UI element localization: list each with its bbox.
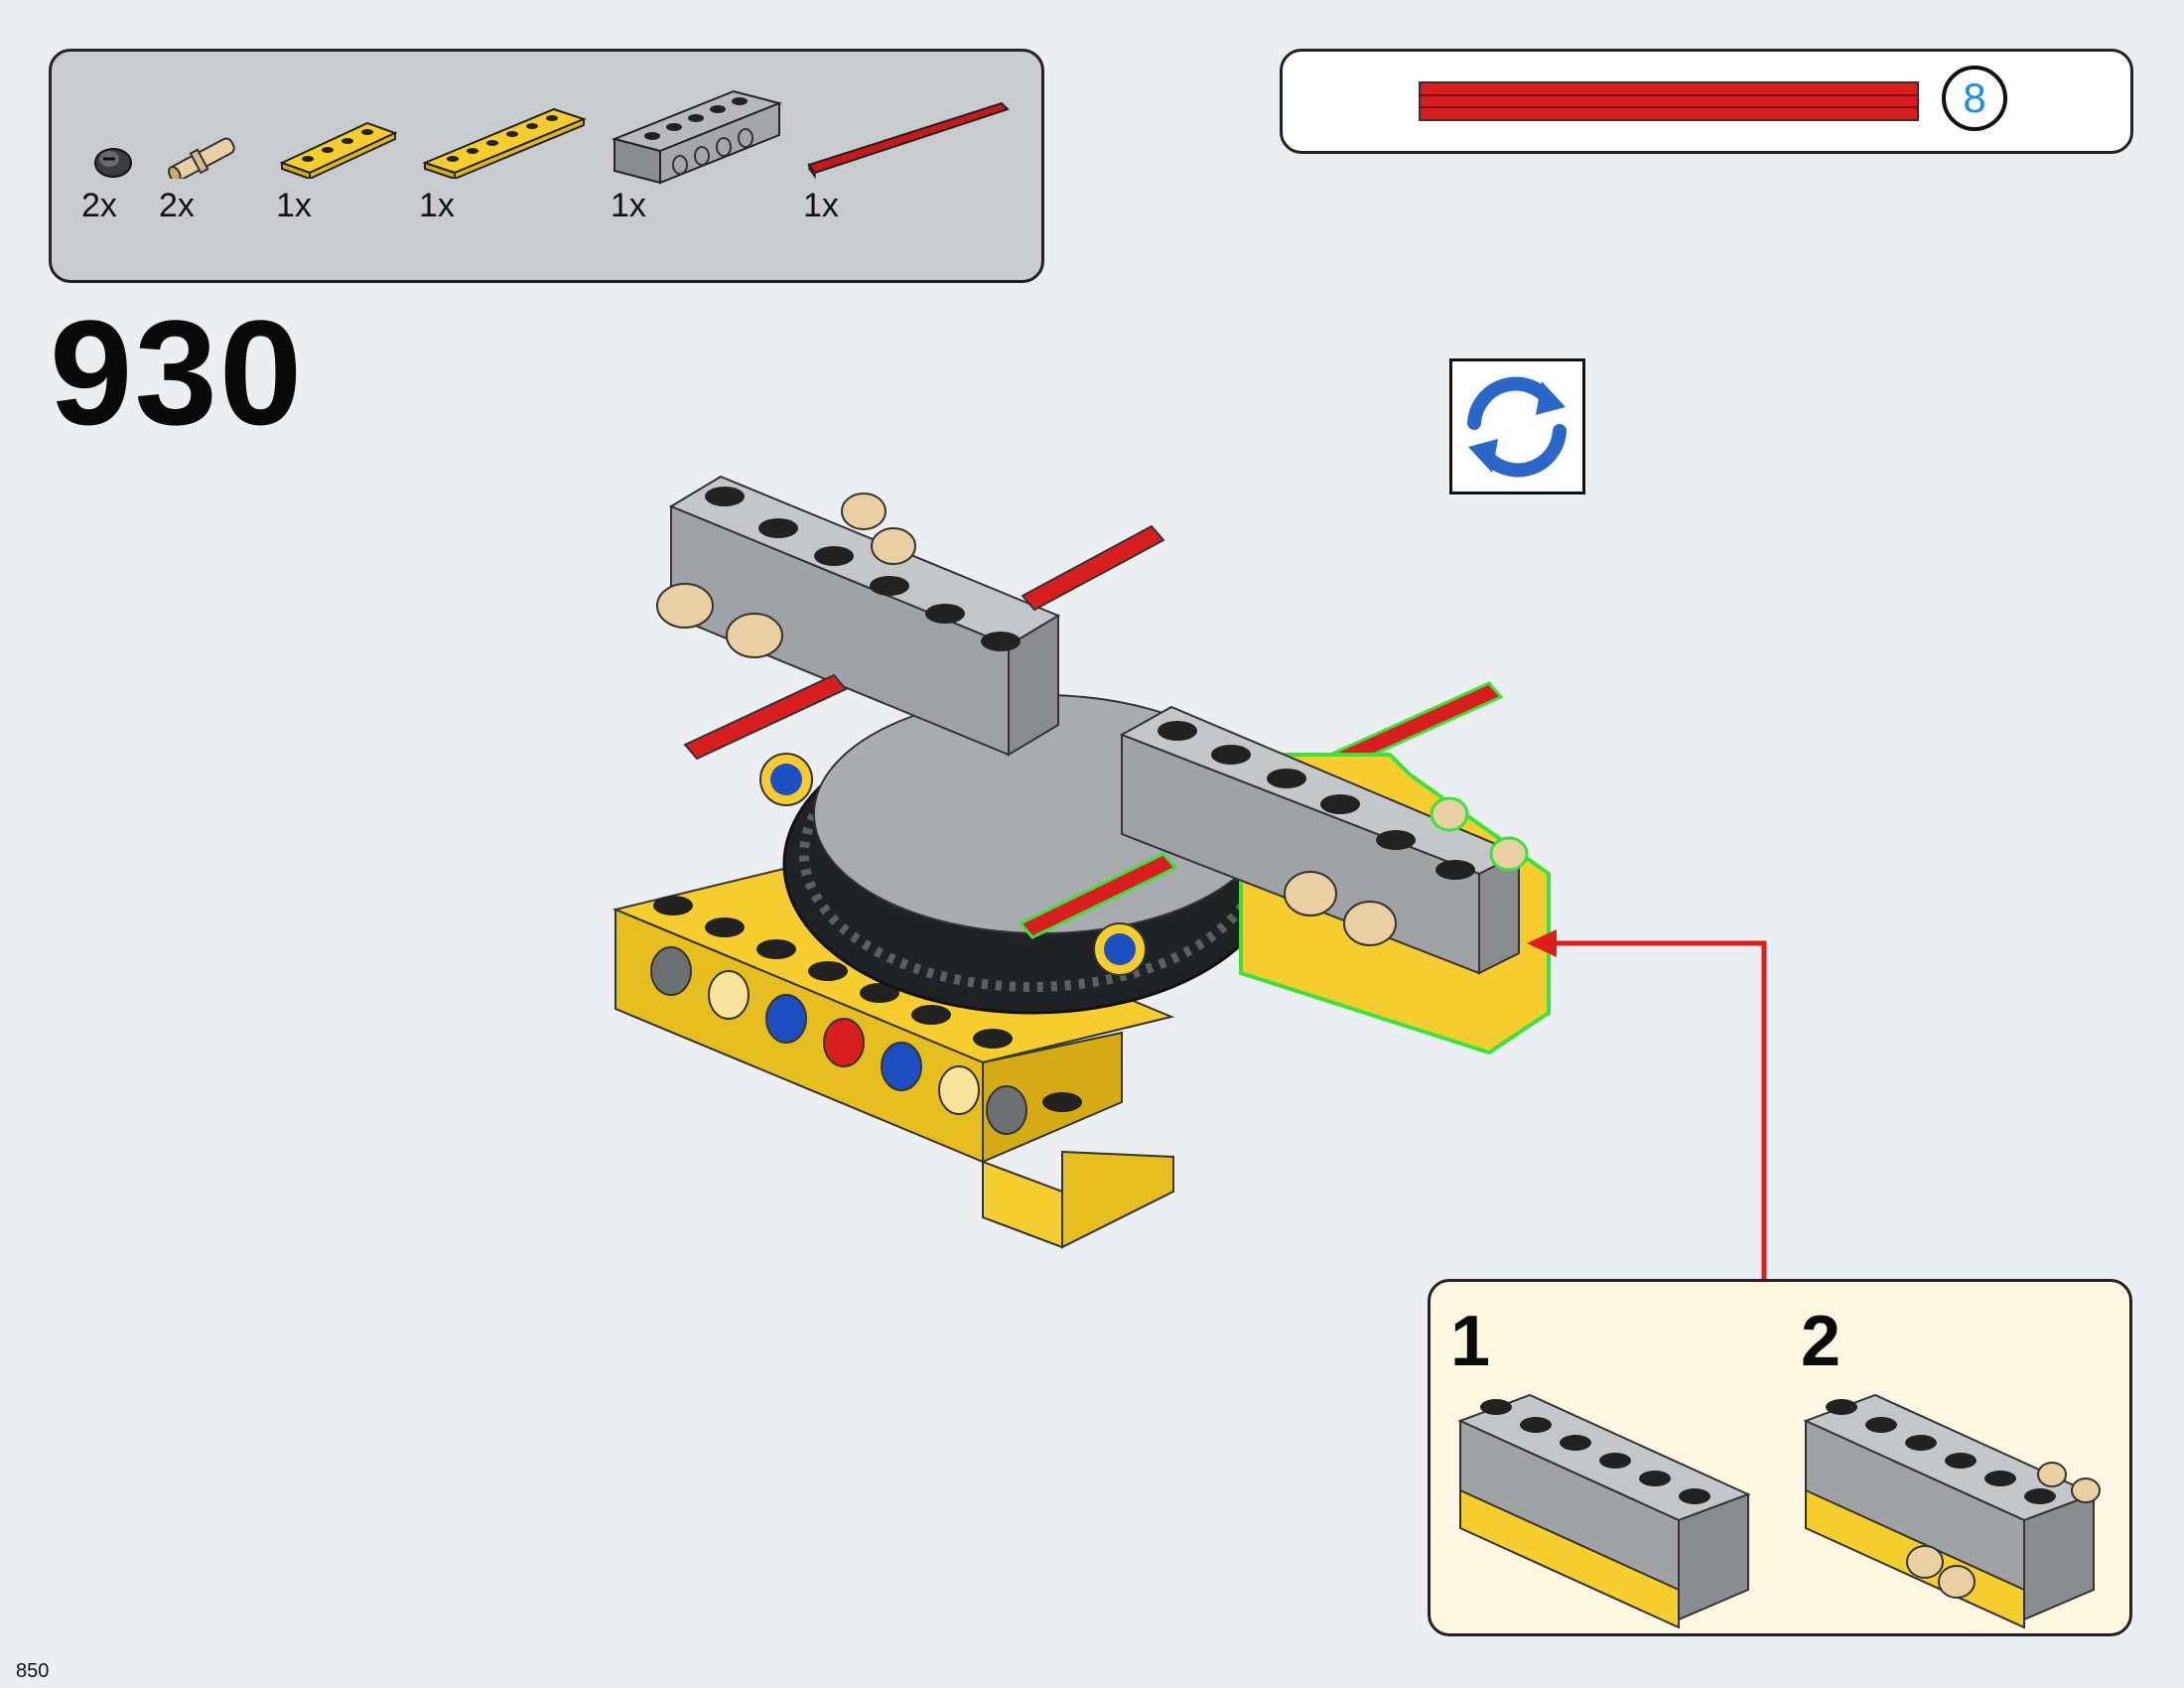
axle-8-icon <box>807 101 1010 179</box>
plate-1x4-icon <box>279 121 398 179</box>
front-gray-beam-new <box>1119 705 1551 1055</box>
part-axle-pin: 2x <box>159 79 248 238</box>
part-beam-1x6: 1x <box>611 79 789 238</box>
sub-assembly-callout: 1 2 <box>1428 1279 2132 1636</box>
page-number: 850 <box>16 1660 50 1682</box>
part-plate-1x6: 1x <box>419 79 593 238</box>
part-bush: 2x <box>81 79 141 238</box>
plate-1x6-icon <box>422 107 587 179</box>
rotate-model-icon <box>1467 376 1567 478</box>
part-quantity: 2x <box>159 187 195 224</box>
back-gray-beam <box>656 475 1061 757</box>
axle-length-reference: 8 <box>1280 49 2133 154</box>
bush-icon <box>94 148 132 178</box>
parts-list-panel: 2x 2x 1x <box>49 49 1044 283</box>
rotate-model-box <box>1449 358 1585 494</box>
sub-step-1-illustration <box>1457 1393 1751 1629</box>
axle-length-icon <box>1419 81 1919 121</box>
axle-pin-icon <box>168 137 235 179</box>
part-quantity: 2x <box>81 187 117 224</box>
callout-arrow <box>1527 929 1767 1279</box>
sub-step-number: 2 <box>1801 1302 1842 1381</box>
sub-step-number: 1 <box>1450 1302 1491 1381</box>
part-quantity: 1x <box>276 187 312 224</box>
part-quantity: 1x <box>611 187 646 224</box>
part-quantity: 1x <box>803 187 839 224</box>
blue-pins <box>759 753 1147 976</box>
step-number: 930 <box>50 289 305 456</box>
axle-length-badge: 8 <box>1942 66 2007 131</box>
part-plate-1x4: 1x <box>276 79 405 238</box>
beam-1x6-icon <box>611 89 783 185</box>
part-axle-8: 1x <box>803 79 1022 238</box>
part-quantity: 1x <box>419 187 455 224</box>
sub-step-2-illustration <box>1803 1393 2101 1629</box>
